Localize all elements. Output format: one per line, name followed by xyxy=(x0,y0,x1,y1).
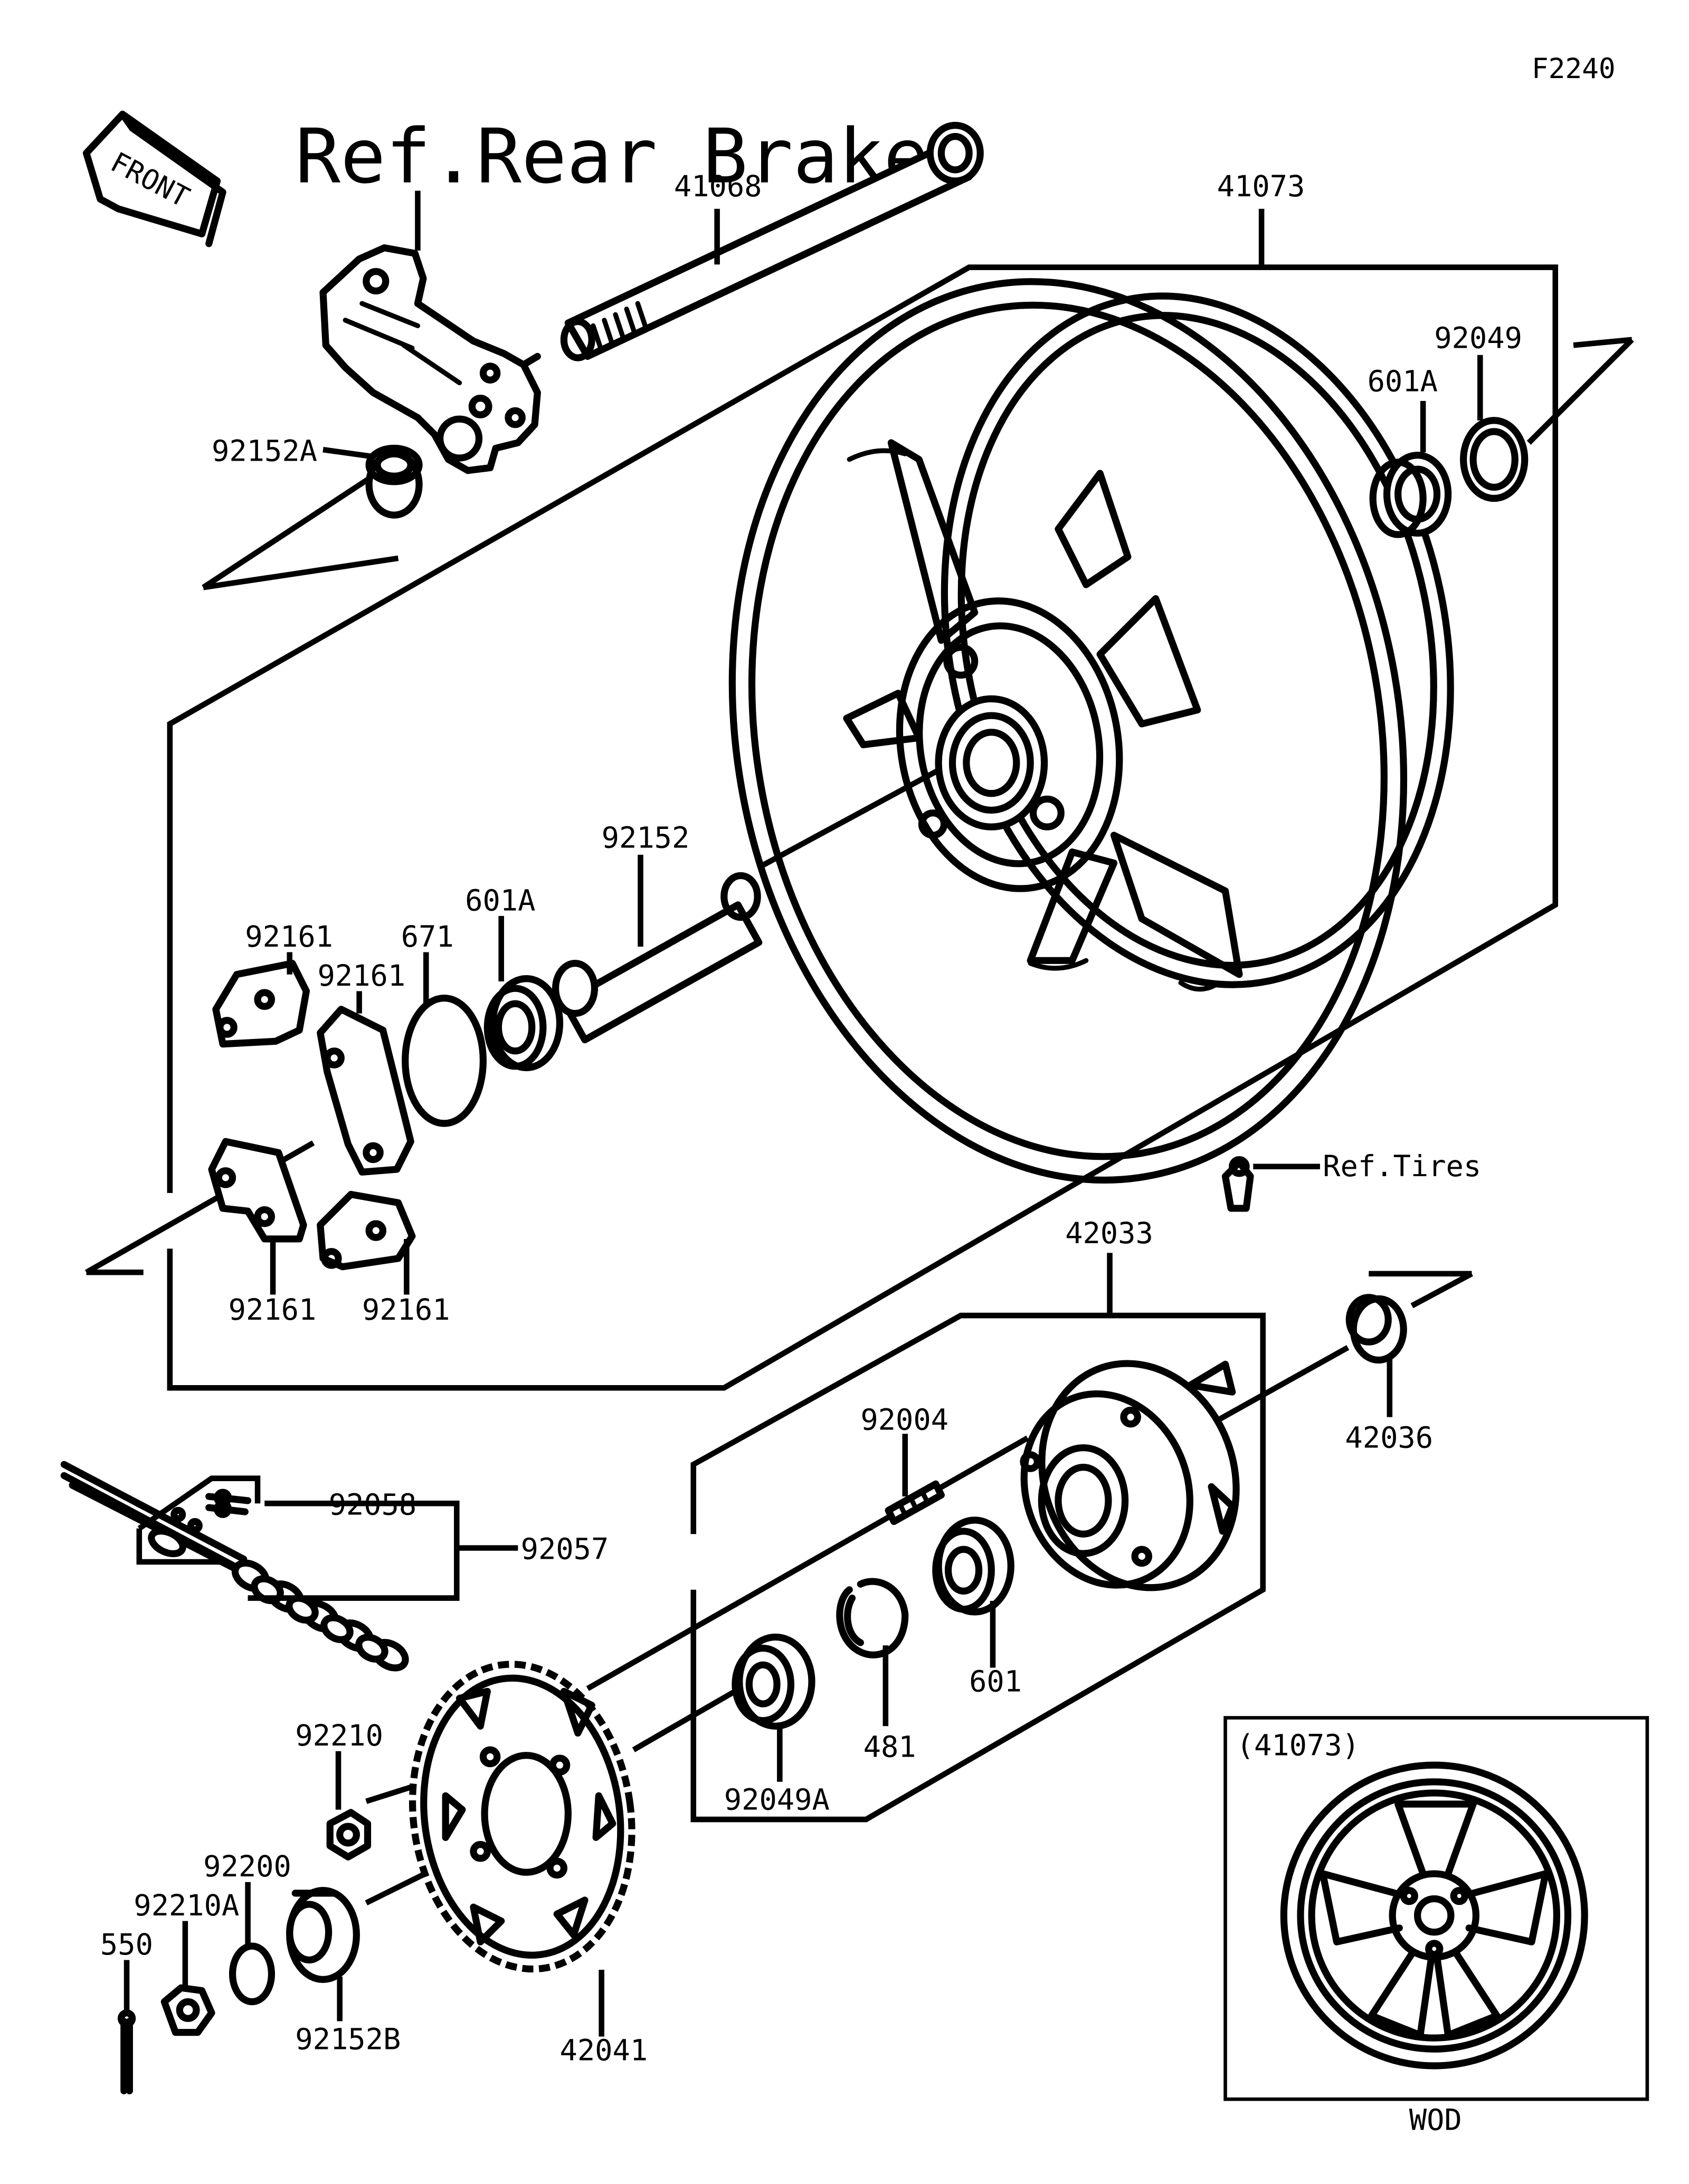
label-92161-4: 92161 xyxy=(362,1293,450,1327)
label-42036: 42036 xyxy=(1345,1422,1433,1455)
bearing-601a-left xyxy=(483,975,564,1072)
axle-nut-92210a xyxy=(160,1984,215,2036)
label-481: 481 xyxy=(864,1730,916,1764)
wheel-assembly-outline xyxy=(167,264,1559,1391)
label-550: 550 xyxy=(100,1928,153,1962)
label-601a-left: 601A xyxy=(465,884,535,918)
seal-92049 xyxy=(1460,417,1529,502)
cotter-pin-550 xyxy=(117,2009,136,2095)
circlip-481 xyxy=(836,1578,909,1658)
damper-92161-3 xyxy=(208,1138,307,1243)
axle-41068 xyxy=(560,121,984,361)
stud-92004 xyxy=(885,1480,945,1525)
label-92152a: 92152A xyxy=(212,434,317,468)
label-92152b: 92152B xyxy=(295,2023,401,2056)
rear-wheel-41073 xyxy=(728,278,1454,1184)
coupling-assembly-outline xyxy=(690,1312,1266,1823)
nut-92210 xyxy=(326,1809,372,1861)
collar-92152a xyxy=(365,444,423,519)
inset-wheel-variant: (41073) WOD xyxy=(1223,1716,1649,2137)
chain-joint-92058 xyxy=(136,1475,261,1565)
label-601: 601 xyxy=(969,1665,1022,1699)
damper-92161-1 xyxy=(212,960,310,1048)
label-92161-3: 92161 xyxy=(229,1293,317,1327)
bearing-601a-right xyxy=(1369,452,1452,538)
label-92004: 92004 xyxy=(860,1403,948,1437)
label-41068: 41068 xyxy=(674,170,762,204)
label-92161-2: 92161 xyxy=(317,959,405,993)
front-arrow-icon: FRONT xyxy=(82,110,226,247)
label-92200: 92200 xyxy=(203,1850,291,1884)
bearing-601 xyxy=(932,1517,1014,1616)
label-601a-right: 601A xyxy=(1368,365,1438,398)
seal-92049a xyxy=(732,1633,815,1730)
label-42041: 42041 xyxy=(560,2034,648,2067)
label-92161-1: 92161 xyxy=(245,920,333,954)
washer-92200 xyxy=(229,1942,276,2006)
coupling-42033 xyxy=(1020,1360,1240,1591)
label-92057: 92057 xyxy=(521,1533,609,1567)
damper-92161-2 xyxy=(317,1006,414,1176)
label-92049a: 92049A xyxy=(724,1784,830,1817)
tire-valve-icon xyxy=(1221,1156,1254,1212)
figure-code: F2240 xyxy=(1532,53,1616,85)
collar-92152 xyxy=(552,872,763,1044)
damper-92161-4 xyxy=(317,1190,416,1271)
label-92058: 92058 xyxy=(329,1488,417,1522)
collar-42036 xyxy=(1345,1294,1407,1364)
label-92049: 92049 xyxy=(1434,322,1522,356)
collar-92152b xyxy=(286,1886,360,1983)
label-671: 671 xyxy=(401,920,454,954)
label-41073: 41073 xyxy=(1217,170,1305,204)
label-ref-tires: Ref.Tires xyxy=(1323,1150,1481,1184)
label-ref-rear-brake: Ref.Rear Brake xyxy=(295,113,929,201)
label-42033: 42033 xyxy=(1065,1217,1153,1251)
inset-title: (41073) xyxy=(1237,1729,1360,1763)
label-92210: 92210 xyxy=(295,1719,383,1753)
label-92152: 92152 xyxy=(602,822,690,855)
label-92210a: 92210A xyxy=(134,1889,239,1923)
inset-caption: WOD xyxy=(1409,2103,1462,2137)
rear-brake-bracket xyxy=(319,244,541,474)
sprocket-42041 xyxy=(409,1661,635,1973)
o-ring-671 xyxy=(402,994,487,1127)
